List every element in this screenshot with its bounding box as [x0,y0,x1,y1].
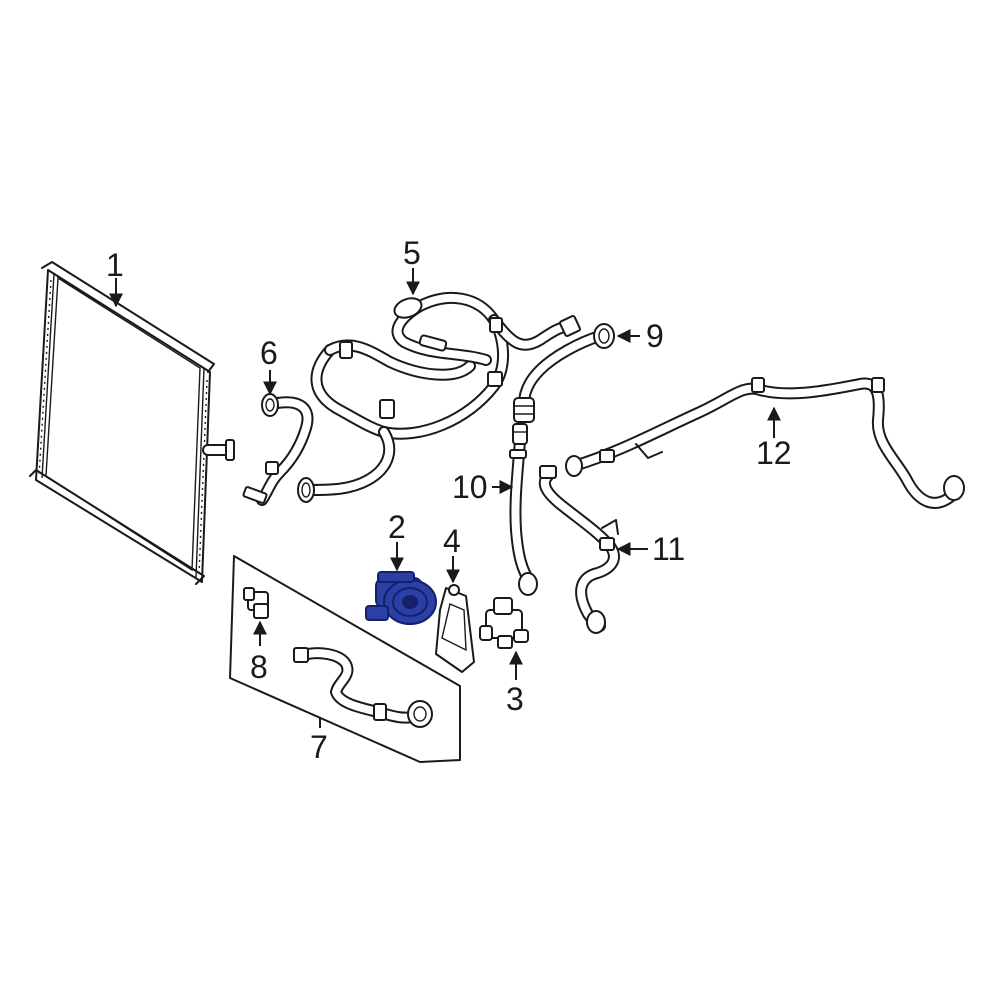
part-12-long-pipe[interactable] [565,377,965,509]
part-11-pipe[interactable] [538,465,620,634]
callout-8: 8 [250,649,268,685]
callout-12: 12 [756,435,792,471]
kit-box [229,555,461,763]
part-7-hose[interactable] [293,647,433,728]
part-10-hose[interactable] [509,423,538,596]
callout-2: 2 [388,509,406,545]
part-2-auxiliary-pump[interactable] [365,571,437,625]
part-1-radiator[interactable] [29,261,235,585]
part-6-hose[interactable] [242,393,314,506]
callout-3: 3 [506,681,524,717]
callout-10: 10 [452,469,488,505]
part-9-hose[interactable] [513,323,615,423]
part-5-upper-hose-assembly[interactable] [297,291,581,503]
part-8-sensor[interactable] [243,587,269,619]
part-4-bracket[interactable] [435,584,475,673]
callout-5: 5 [403,235,421,271]
callout-labels: 1 2 3 4 5 6 7 8 9 10 11 12 [106,235,792,765]
callout-9: 9 [646,318,664,354]
callout-1: 1 [106,247,124,283]
callout-6: 6 [260,335,278,371]
callout-7: 7 [310,729,328,765]
leader-lines [109,268,781,728]
part-3-valve[interactable] [479,597,529,649]
callout-11: 11 [652,531,685,567]
callout-4: 4 [443,523,461,559]
